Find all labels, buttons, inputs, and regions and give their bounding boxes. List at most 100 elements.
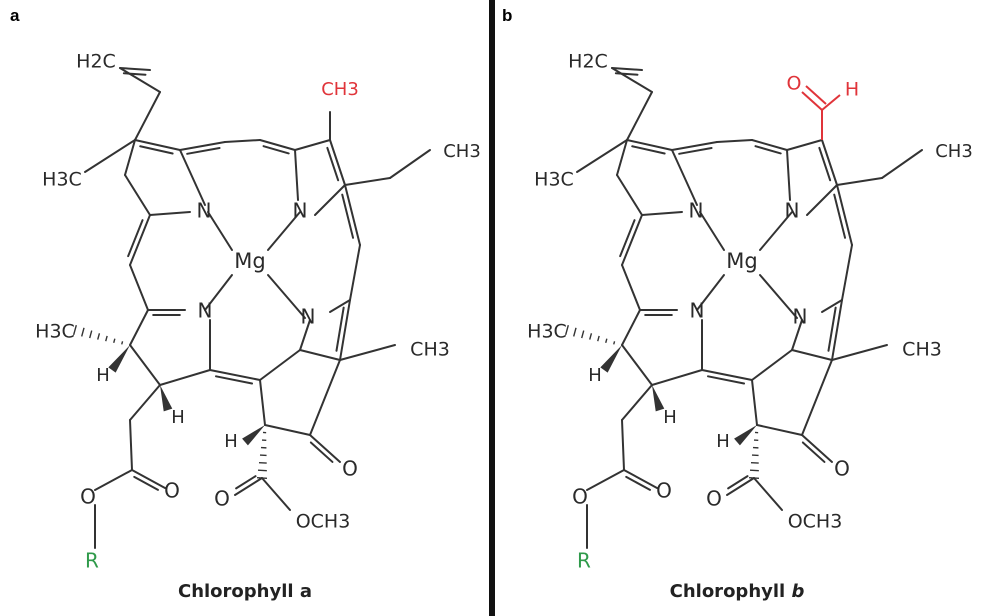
bond-ring2-top [786,139,823,151]
bond-ring4-right [831,299,843,361]
bond-meso-top-b [224,139,261,143]
bond-ring3-bottom [621,344,653,386]
label-o-ester-carbonyl: O [706,487,722,511]
bond-stereo-h1 [600,345,622,373]
bond-stereo-methyl-hash [113,338,116,343]
bond-ester-o [94,469,133,491]
label-highlight-h: H [845,79,859,101]
label-h-3: H [224,431,238,452]
bond-stereo-h1 [108,345,130,373]
bond-stereo-methyl-hash [597,335,600,342]
bond-ring4-inner [299,349,341,361]
bond-stereo-h2 [160,385,173,412]
bond-stereo-methyl-hash [89,330,93,339]
bond-stereo-h3 [734,425,757,446]
bond-meso-top-a-second [186,147,221,155]
bond-ethyl-a [344,177,391,186]
bond-ring1-top-second [631,145,666,155]
bond-ester-o [586,469,625,491]
bond-meso-left-a-second [619,219,636,258]
bond-stereo-methyl-hash [613,341,616,345]
bond-stereo-h3 [242,425,265,446]
bond-ring2-right [329,139,346,186]
bond-ring4-n-b [821,299,843,313]
label-ethyl-methyl: CH3 [443,141,481,162]
bond-formyl-o [801,91,823,111]
bond-stereo-methyl-hash [105,335,108,342]
bond-vinyl-ring [134,91,161,141]
bond-mg-n3 [696,274,725,311]
bond-mg-n4 [759,274,798,319]
bond-meso-top-b [716,139,753,143]
bond-meso-left-a [621,214,643,266]
bond-vinyl-ring [626,91,653,141]
bond-ring5-bottom [756,424,803,436]
bond-ester-carbonyl-second [235,475,257,490]
label-n-bottom-left: N [690,299,705,323]
label-h-3: H [716,431,730,452]
bond-meso-left-b [129,264,149,311]
bond-vinyl-b-second [614,72,639,76]
bond-stereo-methyl [73,324,124,345]
bond-ester-och3 [261,477,291,511]
panel-divider [489,0,495,616]
label-r: R [85,549,99,573]
bond-stereo-methyl-hash [81,327,85,337]
bond-propionate-a [129,384,161,421]
label-n-top-left: N [197,199,212,223]
bond-ring4-a [751,349,793,381]
label-o-ester: O [572,485,588,509]
bond-vinyl-a [611,67,653,93]
label-ethyl-methyl: CH3 [935,141,973,162]
bond-stereo-methyl-hash [589,333,593,340]
bond-vinyl-b [119,67,151,71]
label-vinyl: H2C [568,51,608,73]
bond-ring1-top [626,139,673,151]
bond-meso-top-a-second [678,147,713,155]
bond-ring2-n-b [294,149,299,201]
bond-ring2-n-b [786,149,791,201]
bond-propionate-b [129,419,133,471]
label-n-bottom-right: N [793,305,808,329]
label-n-bottom-right: N [301,305,316,329]
label-n-top-right: N [293,199,308,223]
bond-carbonyl [131,469,166,489]
bond-stereo-methyl-hash [121,341,124,345]
bond-ring1-top-second [139,145,174,155]
bond-stereo-ester [256,431,268,479]
bond-meso-right-a [344,184,361,246]
bond-stereo-methyl-hash [605,338,608,343]
bond-mg-n2 [267,211,301,251]
bond-vinyl-b-second [122,72,147,76]
label-n-top-right: N [785,199,800,223]
bond-meso-right-a-second [833,193,847,239]
bond-stereo-h2 [652,385,665,412]
label-o-carbonyl: O [164,479,180,503]
bond-ring2-right-second [818,146,832,182]
bond-meso-bottom-second [707,375,746,385]
bond-propionate-a [621,384,653,421]
label-och3: OCH3 [296,511,351,533]
bond-carbonyl [623,469,658,489]
bond-ketone [801,434,833,463]
label-stereo-methyl: H3C [527,321,567,343]
bond-stereo-methyl-hash [565,324,569,336]
label-h-2: H [663,407,677,428]
caption-a-suffix: a [299,581,312,602]
bond-ring1-lower [124,174,151,216]
bond-meso-left-a [129,214,151,266]
label-methyl-left: H3C [42,169,82,191]
bond-meso-left-a-second [127,219,144,258]
bond-meso-top-a [179,141,226,151]
bond-mg-n2 [759,211,793,251]
bond-ring5-right [309,359,341,436]
bond-meso-bottom-second [215,375,254,385]
bond-meso-bottom [209,369,261,381]
label-highlight-o: O [787,73,802,95]
bond-ethyl-b [881,149,923,179]
label-methyl-left: H3C [534,169,574,191]
